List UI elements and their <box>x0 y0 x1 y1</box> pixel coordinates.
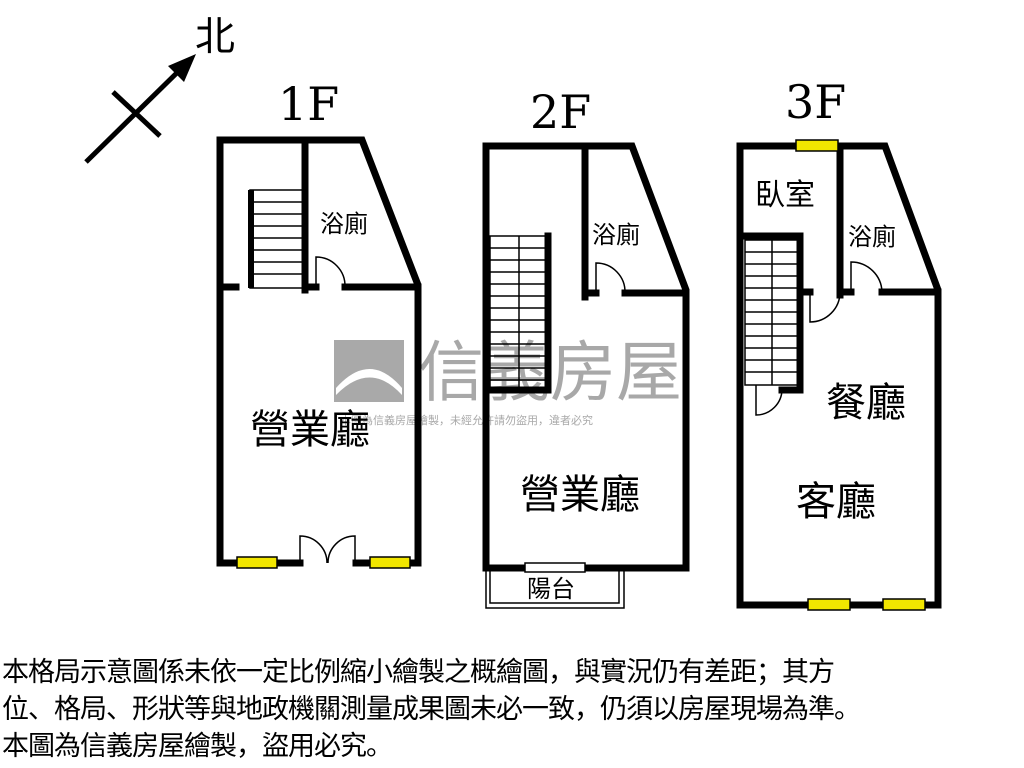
balcony <box>485 570 625 609</box>
window-icon <box>807 598 851 611</box>
room-label: 浴廁 <box>592 221 640 249</box>
north-label: 北 <box>195 14 235 60</box>
double-door-icon <box>299 535 356 564</box>
north-arrow-icon <box>84 54 196 164</box>
door-icon <box>755 385 783 416</box>
room-label: 營業廳 <box>520 472 640 518</box>
room-label: 浴廁 <box>848 223 896 251</box>
window-icon <box>795 139 839 152</box>
stairs-2f <box>489 235 549 389</box>
disclaimer-line: 本格局示意圖係未依一定比例縮小繪製之概繪圖，與實況仍有差距；其方 <box>2 657 835 688</box>
stairs-3f <box>744 239 801 386</box>
disclaimer-line: 位、格局、形狀等與地政機關測量成果圖未必一致，仍須以房屋現場為準。 <box>2 694 861 725</box>
floor-plan: 信義房屋 本圖為信義房屋繪製，未經允許請勿盜用，違者必究 北 1F 浴廁 營業廳… <box>84 14 942 611</box>
floor-3f: 3F 臥室 浴廁 餐廳 客廳 <box>736 75 942 611</box>
disclaimer: 本格局示意圖係未依一定比例縮小繪製之概繪圖，與實況仍有差距；其方 位、格局、形狀… <box>2 654 861 765</box>
floor-2f: 2F 浴廁 營業廳 陽台 <box>482 85 690 609</box>
room-label: 浴廁 <box>320 210 368 238</box>
door-icon <box>595 262 626 294</box>
door-icon <box>315 256 346 288</box>
stairs-1f <box>248 189 306 289</box>
window-icon <box>236 556 278 569</box>
window-icon <box>369 556 411 569</box>
door-icon <box>850 261 883 293</box>
room-label: 陽台 <box>527 575 575 603</box>
room-label: 臥室 <box>755 178 815 213</box>
room-label: 餐廳 <box>826 380 906 426</box>
disclaimer-line: 本圖為信義房屋繪製，盜用必究。 <box>2 731 393 762</box>
window-icon <box>882 598 926 611</box>
floor-label-2f: 2F <box>530 85 591 139</box>
floor-1f: 1F 浴廁 營業廳 <box>216 77 422 569</box>
watermark-notice: 本圖為信義房屋繪製，未經允許請勿盜用，違者必究 <box>340 413 593 427</box>
floor-label-1f: 1F <box>278 77 339 131</box>
room-label: 客廳 <box>796 479 876 525</box>
floor-label-3f: 3F <box>785 75 846 129</box>
sliding-door-icon <box>524 562 586 573</box>
door-icon <box>809 291 841 323</box>
room-label: 營業廳 <box>250 407 370 453</box>
